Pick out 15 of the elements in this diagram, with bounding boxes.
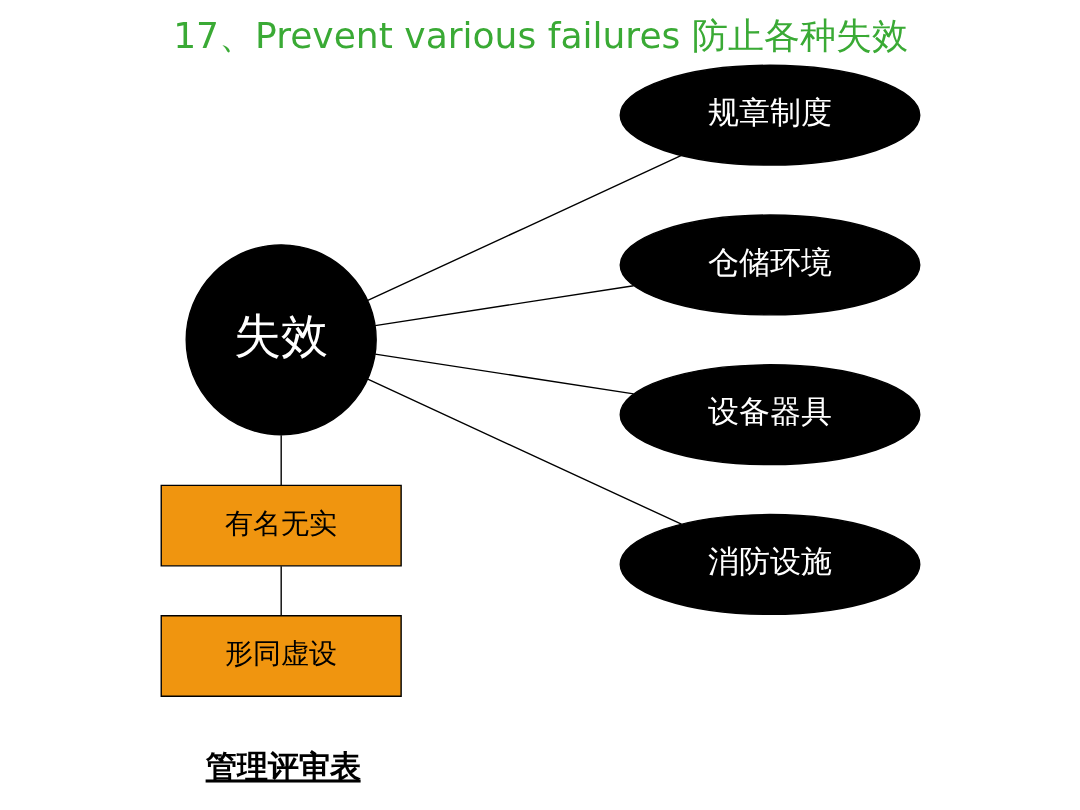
- diagram-title: 17、Prevent various failures 防止各种失效: [172, 15, 908, 58]
- node-ellipse: 设备器具: [619, 364, 920, 466]
- connector: [366, 154, 682, 302]
- node-box: 形同虚设: [160, 615, 402, 697]
- node-ellipse: 仓储环境: [619, 214, 920, 316]
- connector: [373, 353, 634, 395]
- node-ellipse: 消防设施: [619, 513, 920, 616]
- node-ellipse: 规章制度: [619, 64, 920, 166]
- connector: [280, 565, 282, 617]
- connector: [373, 285, 634, 327]
- node-box: 有名无实: [160, 484, 402, 567]
- connector: [366, 378, 682, 525]
- node-circle: 失效: [185, 244, 377, 436]
- connector: [280, 434, 282, 487]
- label: 管理评审表: [205, 749, 361, 785]
